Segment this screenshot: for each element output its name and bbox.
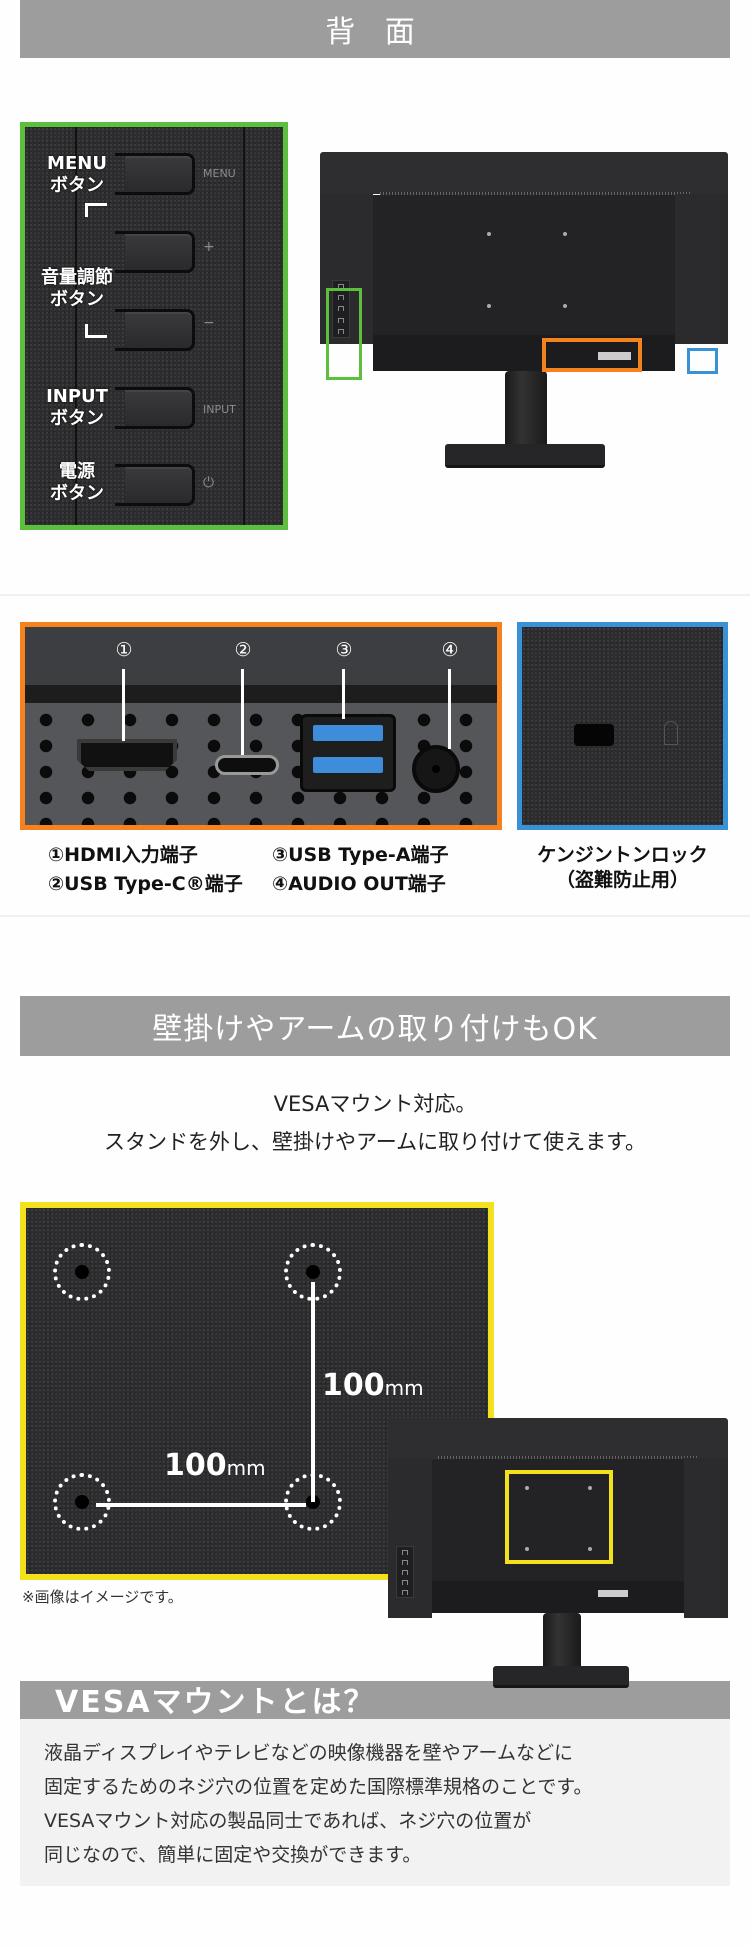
image-disclaimer: ※画像はイメージです。: [22, 1588, 183, 1606]
power-button-shape: [115, 464, 195, 506]
caption-usb-a: ③USB Type-A端子: [272, 844, 449, 866]
kensington-closeup-image: [517, 622, 728, 830]
monitor-stand-base: [493, 1666, 629, 1688]
vesa-screw: [588, 1547, 592, 1551]
panel-seam: [75, 127, 77, 525]
buttons-closeup-image: MENU + − INPUT ⏻ MENU ボタン 音量調節 ボタン INPUT…: [20, 122, 288, 530]
yellow-highlight-frame: [505, 1470, 613, 1564]
monitor-rear-image: [320, 152, 728, 477]
volume-down-button-shape: [115, 309, 195, 351]
port-number-4: ④: [441, 639, 459, 661]
usb-a-port-top: [313, 725, 383, 741]
vesa-usage-text: スタンドを外し、壁掛けやアームに取り付けて使えます。: [103, 1130, 646, 1154]
vesa-screw: [525, 1547, 529, 1551]
monitor-top: [388, 1418, 728, 1458]
blue-highlight-frame: [687, 348, 718, 374]
port-number-2: ②: [234, 639, 252, 661]
vesa-screw: [487, 304, 491, 308]
dimension-line-vertical: [311, 1282, 315, 1502]
monitor-stand-neck: [543, 1613, 581, 1675]
monitor-stand-neck: [505, 371, 547, 456]
vesa-info-title: VESAマウントとは？: [55, 1685, 376, 1720]
menu-button-label: MENU ボタン: [47, 153, 107, 196]
dimension-label-vertical: 100mm: [322, 1368, 424, 1403]
section-divider: [0, 915, 750, 917]
vesa-screw: [525, 1486, 529, 1490]
menu-button-shape: [115, 153, 195, 195]
input-side-label: INPUT: [203, 403, 236, 416]
section-divider: [0, 594, 750, 596]
vesa-screw: [487, 232, 491, 236]
leader-line-3: [342, 669, 345, 719]
usb-a-port-bottom: [313, 757, 383, 773]
vesa-screw: [563, 304, 567, 308]
caption-kensington: ケンジントンロック: [537, 844, 708, 866]
monitor-vent: [380, 192, 690, 195]
caption-usb-c: ②USB Type-C®端子: [48, 873, 243, 895]
section-header-rear: 背 面: [20, 0, 730, 58]
section-title-wall-mount: 壁掛けやアームの取り付けもOK: [152, 1012, 598, 1047]
hole-highlight-ring: [53, 1243, 111, 1301]
monitor-back-panel: [373, 195, 675, 335]
monitor-bottom-panel: [432, 1581, 684, 1613]
volume-button-label: 音量調節 ボタン: [41, 267, 113, 310]
section-header-wall-mount: 壁掛けやアームの取り付けもOK: [20, 996, 730, 1056]
leader-line-2: [241, 669, 244, 755]
ports-closeup-image: ① ② ③ ④: [20, 622, 502, 830]
caption-kensington-note: （盗難防止用）: [555, 869, 689, 891]
monitor-right-side: [684, 1458, 728, 1618]
caption-audio-out: ④AUDIO OUT端子: [272, 873, 446, 895]
screw-hole: [75, 1265, 89, 1279]
monitor-vent: [438, 1456, 698, 1459]
minus-icon: −: [203, 315, 215, 331]
monitor-right-side: [675, 194, 728, 344]
section-title-rear: 背 面: [325, 15, 425, 50]
bracket-bottom: [85, 324, 107, 338]
vesa-holes-closeup-image: 100mm 100mm: [20, 1202, 494, 1580]
caption-hdmi: ①HDMI入力端子: [48, 844, 198, 866]
panel-seam: [243, 127, 245, 525]
vesa-support-text: VESAマウント対応。: [273, 1092, 477, 1116]
vesa-screw: [588, 1486, 592, 1490]
monitor-rear-small-image: [388, 1418, 728, 1690]
usb-c-port: [215, 755, 279, 775]
leader-line-4: [448, 669, 451, 749]
monitor-top: [320, 152, 728, 194]
monitor-label-sticker: [598, 352, 631, 360]
input-button-shape: [115, 387, 195, 429]
dimension-label-horizontal: 100mm: [164, 1448, 266, 1483]
lock-icon: [664, 721, 678, 745]
hole-highlight-ring: [53, 1473, 111, 1531]
hdmi-port: [77, 739, 177, 771]
vesa-info-line-4: 同じなので、簡単に固定や交換ができます。: [44, 1844, 422, 1866]
volume-up-button-shape: [115, 231, 195, 273]
port-number-1: ①: [115, 639, 133, 661]
vesa-screw: [563, 232, 567, 236]
audio-out-port: [412, 745, 460, 793]
screw-hole: [306, 1495, 320, 1509]
orange-highlight-frame: [542, 338, 642, 372]
bracket-top: [85, 203, 107, 217]
vesa-info-line-1: 液晶ディスプレイやテレビなどの映像機器を壁やアームなどに: [44, 1742, 573, 1764]
green-highlight-frame: [326, 288, 362, 380]
monitor-stand-base: [445, 444, 605, 468]
leader-line-1: [122, 669, 125, 741]
menu-side-label: MENU: [203, 167, 236, 180]
monitor-buttons-small: [332, 280, 350, 338]
monitor-label-sticker: [598, 1590, 628, 1597]
vesa-info-line-3: VESAマウント対応の製品同士であれば、ネジ穴の位置が: [44, 1810, 532, 1832]
port-number-3: ③: [335, 639, 353, 661]
power-icon: ⏻: [203, 475, 215, 491]
power-button-label: 電源 ボタン: [50, 461, 104, 504]
vesa-info-line-2: 固定するためのネジ穴の位置を定めた国際標準規格のことです。: [44, 1776, 593, 1798]
monitor-buttons-small: [396, 1546, 414, 1598]
kensington-slot: [574, 724, 614, 746]
plus-icon: +: [203, 239, 215, 255]
dimension-line-horizontal: [96, 1503, 306, 1507]
screw-hole: [75, 1495, 89, 1509]
usb-a-ports: [300, 714, 396, 792]
input-button-label: INPUT ボタン: [46, 386, 108, 429]
screw-hole: [306, 1265, 320, 1279]
